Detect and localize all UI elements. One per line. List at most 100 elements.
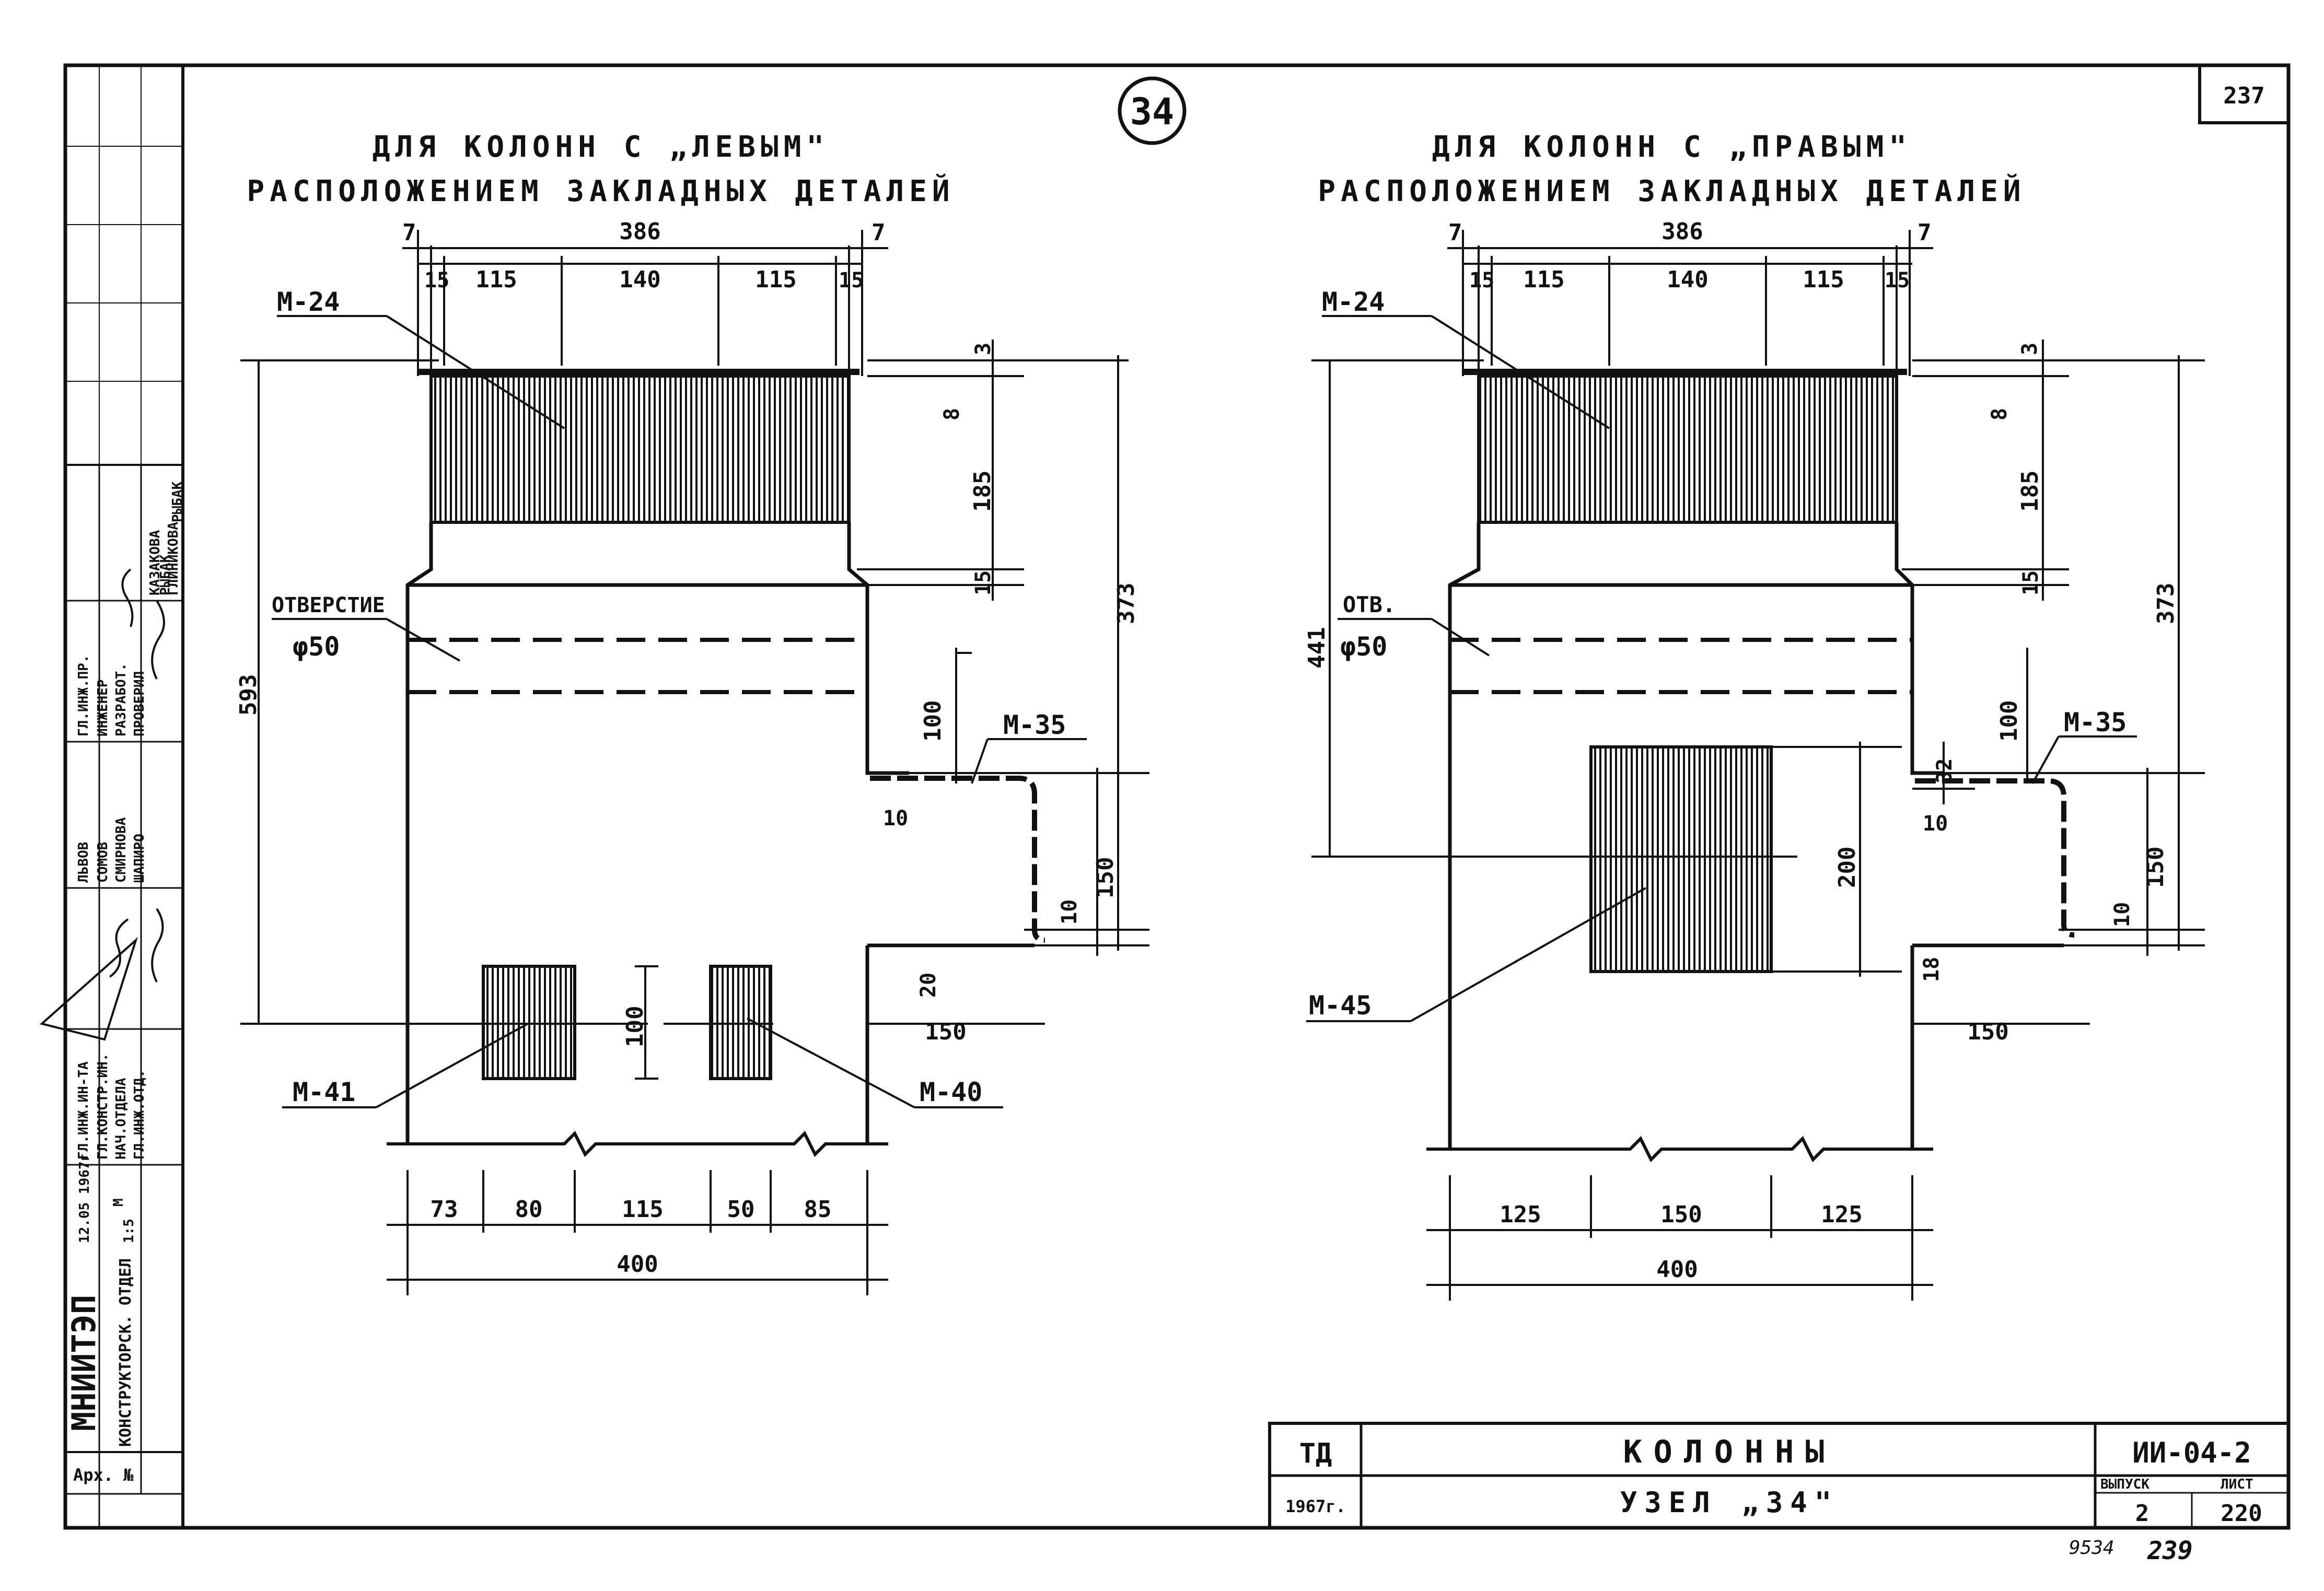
left-dim-386: 386 xyxy=(619,218,660,245)
left-dim-10b: 10 xyxy=(1058,899,1082,925)
right-plate-m35 xyxy=(1915,778,2075,938)
sheet-frame xyxy=(63,63,2291,1530)
right-dim-200: 200 xyxy=(1834,847,1861,888)
tb-td: ТД xyxy=(1299,1438,1332,1469)
stamp-role-4: ГЛ.ИНЖ.ОТД. xyxy=(132,1070,147,1160)
right-label-m24: М-24 xyxy=(1322,287,1385,317)
left-dim-b85: 85 xyxy=(804,1196,832,1223)
stamp-role2-1: ГЛ.ИНЖ.ПР. xyxy=(76,654,91,736)
right-dim-15a: 15 xyxy=(1469,268,1494,293)
stamp-role2-3: РАЗРАБОТ. xyxy=(113,663,129,736)
right-dim-18: 18 xyxy=(1920,957,1944,982)
left-dim-15: 15 xyxy=(971,570,995,595)
right-plate-m24 xyxy=(1477,375,1898,524)
stamp-name-4: ШАПИРО xyxy=(132,834,147,883)
stamp-date: 12.05 1967г xyxy=(77,1153,92,1243)
tb-subtitle: УЗЕЛ „34" xyxy=(1620,1486,1839,1519)
sheet-number-box: 237 xyxy=(2198,64,2290,124)
left-dim-b400: 400 xyxy=(617,1251,658,1278)
right-dim-15: 15 xyxy=(2019,570,2043,595)
left-plate-m35 xyxy=(870,776,1045,943)
title-block: ТД 1967г. КОЛОННЫ УЗЕЛ „34" ИИ-04-2 ВЫПУ… xyxy=(1268,1422,2290,1529)
right-dim-386: 386 xyxy=(1661,218,1703,245)
note-sheet: 239 xyxy=(2147,1536,2193,1565)
left-dim-150v: 150 xyxy=(1092,857,1119,898)
note-inventory: 9534 xyxy=(2069,1537,2114,1559)
left-label-hole: ОТВЕРСТИЕ xyxy=(272,593,385,617)
left-dim-140: 140 xyxy=(619,266,660,293)
right-dim-115b: 115 xyxy=(1803,266,1844,293)
left-dim-115b: 115 xyxy=(755,266,796,293)
right-view: ДЛЯ КОЛОНН С „ПРАВЫМ" РАСПОЛОЖЕНИЕМ ЗАКЛ… xyxy=(1304,130,2205,1301)
right-dim-441: 441 xyxy=(1304,627,1330,669)
left-dim-10a: 10 xyxy=(883,806,908,830)
right-dim-15b: 15 xyxy=(1885,268,1910,293)
right-dim-b125a: 125 xyxy=(1500,1201,1541,1228)
stamp-name-2: СОМОВ xyxy=(95,842,111,883)
left-label-m41: М-41 xyxy=(293,1077,355,1107)
stamp-name2-4: РЫБАК xyxy=(170,481,185,522)
right-dim-140: 140 xyxy=(1667,266,1708,293)
right-dim-185: 185 xyxy=(2017,471,2043,512)
stamp-name2-1: КАЗАКОВА xyxy=(147,530,163,595)
right-dim-150h: 150 xyxy=(1967,1019,2008,1045)
right-dim-373: 373 xyxy=(2153,583,2179,624)
stamp-org: МНИИТЭП xyxy=(65,1295,103,1431)
tb-year: 1967г. xyxy=(1285,1496,1346,1516)
sheet-number: 237 xyxy=(2223,83,2264,109)
left-dim-edge-r: 7 xyxy=(872,219,886,246)
stamp-scale-label: М xyxy=(111,1198,126,1207)
left-dim-100b: 100 xyxy=(622,1006,648,1047)
left-label-hole-d: φ50 xyxy=(293,631,340,662)
stamp-name-1: ЛЬВОВ xyxy=(76,842,91,883)
right-title-1: ДЛЯ КОЛОНН С „ПРАВЫМ" xyxy=(1432,130,1912,164)
left-dim-3: 3 xyxy=(971,343,995,355)
right-dim-100: 100 xyxy=(1996,700,2023,742)
tb-sheet-label: ЛИСТ xyxy=(2221,1477,2253,1492)
right-plate-m45 xyxy=(1589,745,1773,973)
stamp-role-3: НАЧ.ОТДЕЛА xyxy=(113,1078,129,1160)
stamp-name2-3: ГЛИНИКОВА xyxy=(166,522,181,595)
stamp-arch: Арх. № xyxy=(73,1465,134,1485)
right-title-2: РАСПОЛОЖЕНИЕМ ЗАКЛАДНЫХ ДЕТАЛЕЙ xyxy=(1318,174,2026,208)
right-dim-150v: 150 xyxy=(2142,847,2169,888)
left-dim-b80: 80 xyxy=(515,1196,543,1223)
left-view: ДЛЯ КОЛОНН С „ЛЕВЫМ" РАСПОЛОЖЕНИЕМ ЗАКЛА… xyxy=(235,130,1149,1295)
stamp-role-2: ГЛ.КОНСТР.ИН. xyxy=(95,1054,111,1160)
stamp-role2-2: ИНЖЕНЕР xyxy=(95,679,111,736)
tb-title: КОЛОННЫ xyxy=(1623,1434,1836,1470)
left-dim-100: 100 xyxy=(920,700,946,742)
left-dim-115a: 115 xyxy=(475,266,517,293)
stamp-scale: 1:5 xyxy=(121,1219,137,1243)
stamp-name2-2: РЫБАК xyxy=(158,554,173,595)
stamp-role2-4: ПРОВЕРИЛ xyxy=(132,671,147,736)
right-label-hole-d: φ50 xyxy=(1340,631,1387,662)
right-dim-10a: 10 xyxy=(1923,812,1948,836)
left-label-m40: М-40 xyxy=(920,1077,982,1107)
left-dim-b50: 50 xyxy=(727,1196,755,1223)
right-dim-b125b: 125 xyxy=(1821,1201,1862,1228)
left-label-m24: М-24 xyxy=(277,287,340,317)
left-dim-15b: 15 xyxy=(839,268,864,293)
left-title-2: РАСПОЛОЖЕНИЕМ ЗАКЛАДНЫХ ДЕТАЛЕЙ xyxy=(247,174,955,208)
left-dim-8: 8 xyxy=(940,408,964,420)
tb-code: ИИ-04-2 xyxy=(2132,1436,2251,1469)
left-title-1: ДЛЯ КОЛОНН С „ЛЕВЫМ" xyxy=(373,130,829,164)
left-dim-593: 593 xyxy=(235,674,262,716)
left-dim-20: 20 xyxy=(916,973,940,998)
right-dim-b150: 150 xyxy=(1660,1201,1702,1228)
left-dim-373: 373 xyxy=(1113,583,1140,624)
left-dim-edge-l: 7 xyxy=(402,219,416,246)
right-label-hole: ОТВ. xyxy=(1343,592,1396,617)
node-number: 34 xyxy=(1130,90,1174,133)
right-dim-edge-l: 7 xyxy=(1448,219,1462,246)
signature-marks xyxy=(39,568,165,1041)
left-label-m35: М-35 xyxy=(1003,710,1066,740)
right-dim-115a: 115 xyxy=(1523,266,1564,293)
left-dim-15a: 15 xyxy=(424,268,449,293)
stamp-role-1: ГЛ.ИНЖ.ИН-ТА xyxy=(76,1061,91,1160)
left-dim-b115: 115 xyxy=(622,1196,663,1223)
right-dim-8: 8 xyxy=(1988,408,2012,420)
right-dim-b400: 400 xyxy=(1656,1256,1698,1283)
